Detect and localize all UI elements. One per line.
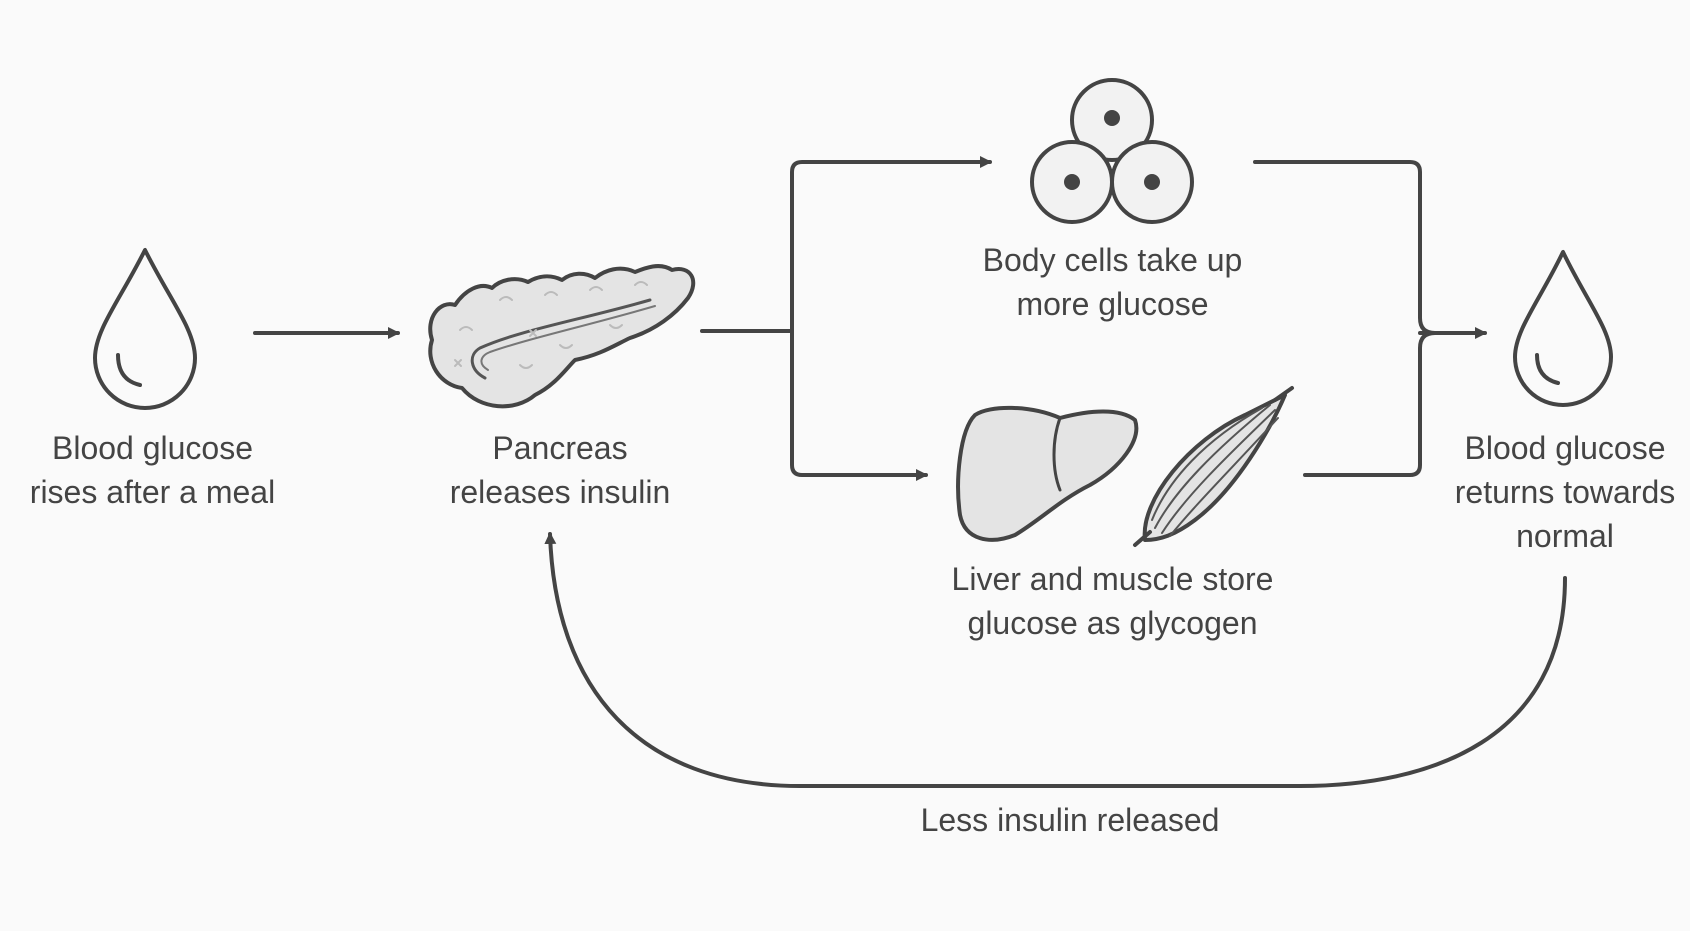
arrow-to-liver-muscle	[790, 329, 928, 481]
label-glucose-normal: Blood glucose returns towards normal	[1454, 430, 1676, 554]
muscle-icon	[1133, 386, 1294, 547]
connector-liver-muscle-merge	[1303, 331, 1437, 477]
label-pancreas: Pancreas releases insulin	[449, 430, 671, 510]
label-liver-muscle: Liver and muscle store glucose as glycog…	[951, 561, 1274, 641]
liver-icon	[956, 405, 1139, 542]
connector-body-cells-merge	[1253, 160, 1437, 335]
arrow-to-body-cells	[790, 156, 992, 333]
feedback-arrow	[544, 532, 1567, 788]
pancreas-icon	[428, 264, 696, 409]
label-feedback: Less insulin released	[920, 802, 1220, 838]
label-glucose-rises: Blood glucose rises after a meal	[29, 430, 276, 510]
label-body-cells: Body cells take up more glucose	[982, 242, 1243, 322]
blood-drop-left-icon	[93, 248, 197, 410]
body-cells-icon	[1030, 78, 1194, 224]
blood-drop-right-icon	[1513, 250, 1613, 407]
